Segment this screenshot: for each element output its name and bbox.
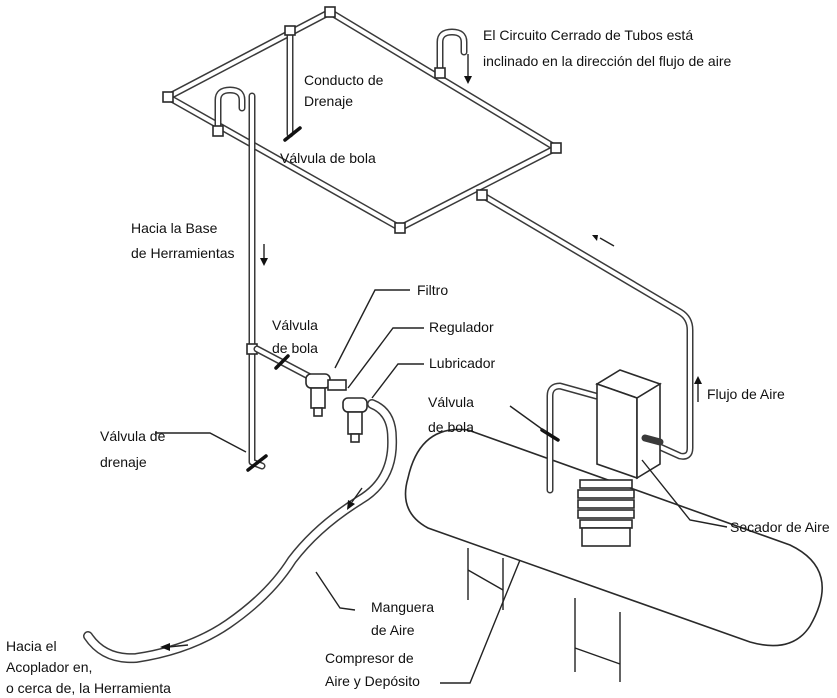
air-dryer (595, 369, 664, 480)
label-drain-valve-line2: drenaje (100, 454, 147, 470)
label-closed-loop-line1: El Circuito Cerrado de Tubos está (483, 27, 693, 43)
label-to-tool-base-line2: de Herramientas (131, 245, 235, 261)
label-to-coupler-line2: Acoplador en, (6, 659, 92, 675)
label-ball-valve-right-line2: de bola (428, 419, 474, 435)
labels: El Circuito Cerrado de Tubos está inclin… (6, 27, 830, 696)
label-regulator: Regulador (429, 319, 494, 335)
label-filter: Filtro (417, 282, 448, 298)
label-compressor-line2: Aire y Depósito (325, 673, 420, 689)
air-hose (83, 399, 398, 664)
label-compressor-line1: Compresor de (325, 650, 414, 666)
label-to-coupler-line3: o cerca de, la Herramienta (6, 680, 171, 696)
gooseneck-top-right (434, 28, 468, 79)
compressor-motor (577, 479, 635, 547)
label-drain-conduit-line1: Conducto de (304, 72, 384, 88)
label-ball-valve-right-line1: Válvula (428, 394, 474, 410)
label-drain-valve-line1: Válvula de (100, 428, 166, 444)
label-air-dryer: Secador de Aire (730, 519, 830, 535)
drain-valve-bottom (246, 454, 268, 472)
drain-conduit (283, 25, 302, 142)
label-ball-valve-mid-line1: Válvula (272, 317, 318, 333)
label-air-hose-line2: de Aire (371, 622, 415, 638)
closed-pipe-loop (162, 6, 562, 234)
label-air-flow: Flujo de Aire (707, 386, 785, 402)
label-lubricator: Lubricador (429, 355, 495, 371)
frl-branch-pipe (253, 345, 316, 382)
label-drain-conduit-line2: Drenaje (304, 93, 353, 109)
label-to-coupler-line1: Hacia el (6, 638, 57, 654)
label-ball-valve-top: Válvula de bola (280, 150, 376, 166)
drain-ball-valve-top (283, 126, 302, 142)
leader-lines (155, 289, 728, 684)
label-closed-loop-line2: inclinado en la dirección del flujo de a… (483, 53, 731, 69)
label-ball-valve-mid-line2: de bola (272, 340, 318, 356)
label-air-hose-line1: Manguera (371, 599, 434, 615)
frl-unit (305, 373, 368, 443)
dryer-return-pipe (476, 189, 694, 460)
flow-arrows (160, 54, 702, 651)
tool-base-drop (212, 86, 268, 472)
label-to-tool-base-line1: Hacia la Base (131, 220, 218, 236)
